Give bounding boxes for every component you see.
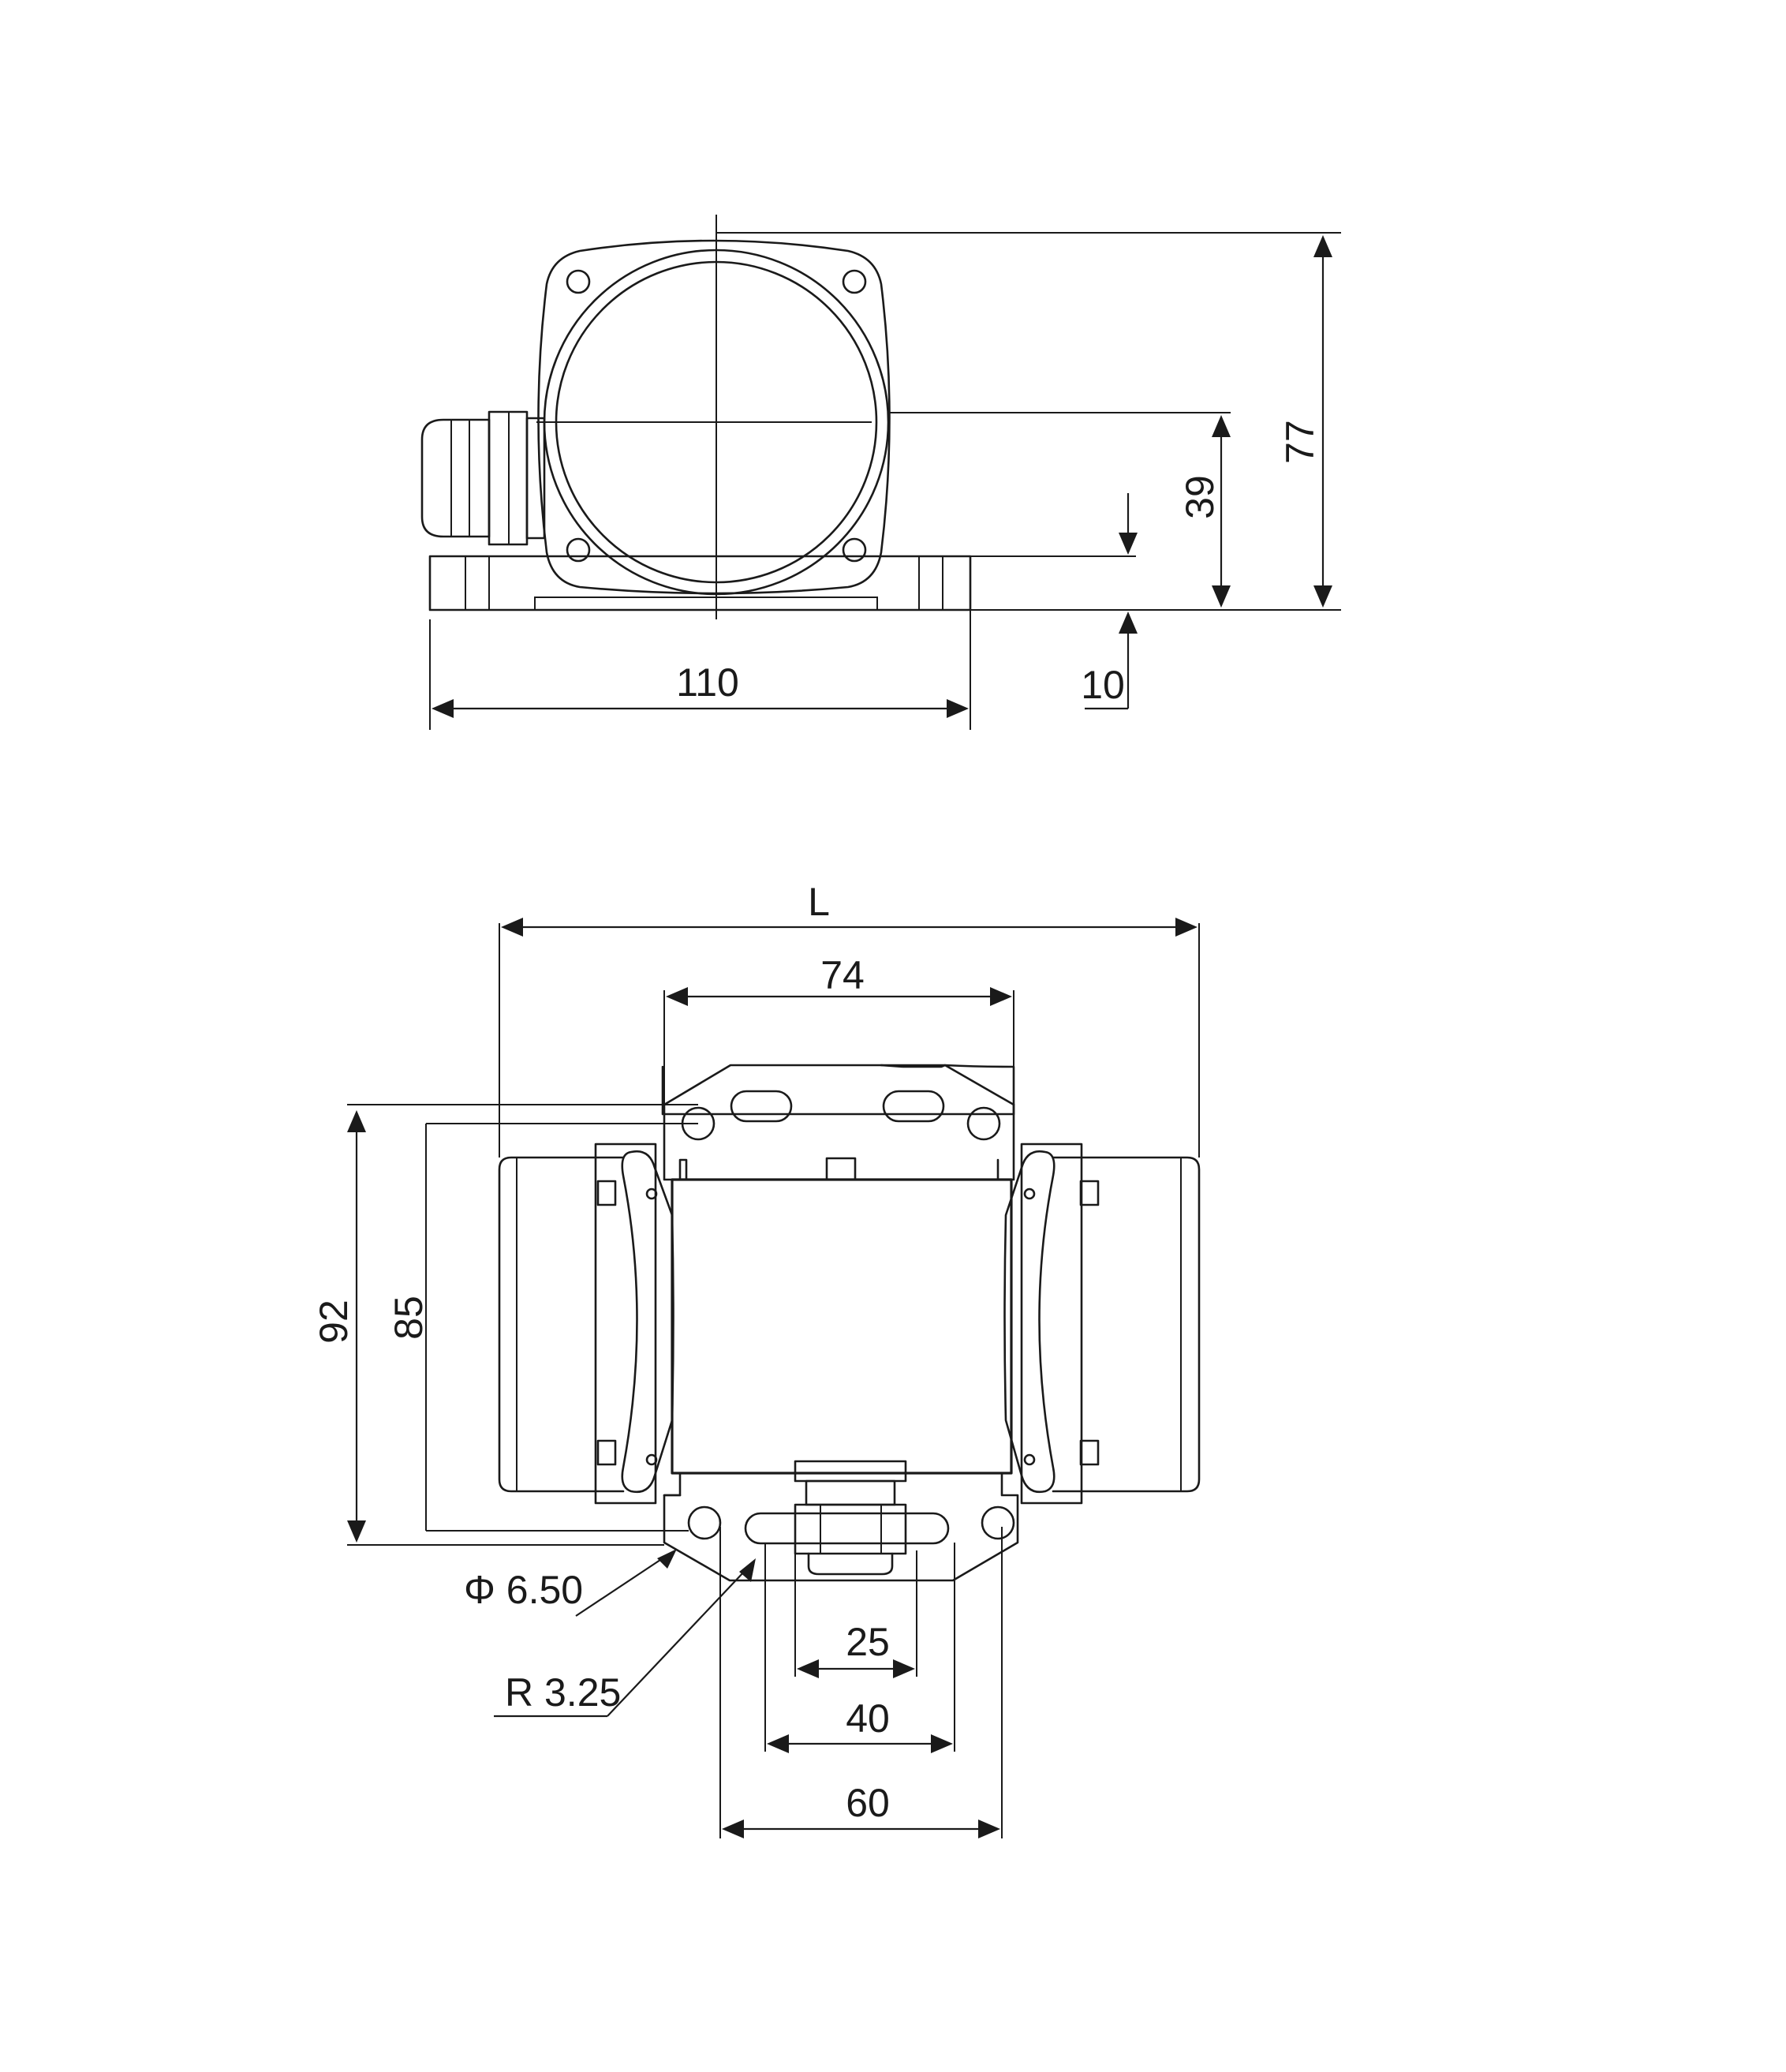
motor-body [671, 1178, 1013, 1475]
dim-center-height: 39 [1178, 475, 1222, 519]
dim-base-thickness: 10 [1081, 663, 1125, 707]
dim-hole-spacing: 60 [846, 1781, 890, 1825]
dim-slot-radius: R 3.25 [505, 1670, 621, 1715]
base-lug-left [465, 556, 490, 610]
dim-top-bolt-spacing: 74 [820, 953, 865, 997]
left-clamp [594, 1143, 674, 1505]
screw-bottom-right [842, 537, 867, 563]
right-end-cap [1052, 1156, 1201, 1493]
screw-top-left [566, 269, 591, 294]
dim-hole-diameter: Φ 6.50 [464, 1568, 583, 1612]
dim-width-outer: 92 [312, 1300, 356, 1344]
dim-slot-outer: 40 [846, 1696, 890, 1741]
screw-top-right [842, 269, 867, 294]
dim-width-inner: 85 [387, 1296, 431, 1340]
dim-slot-inner: 25 [846, 1620, 890, 1664]
motor-housing [537, 239, 891, 595]
front-view [420, 215, 972, 619]
right-clamp [1003, 1143, 1100, 1505]
base-plate [428, 555, 972, 612]
cable-gland-top-view [794, 1460, 907, 1576]
base-recess [534, 597, 878, 610]
dim-length: L [808, 880, 830, 924]
top-view-dimensions: L 74 92 85 Φ 6.50 R 3.25 [312, 880, 1200, 1838]
top-view [498, 1064, 1201, 1582]
cable-gland [420, 410, 546, 546]
screw-bottom-left [566, 537, 591, 563]
left-end-cap [498, 1156, 625, 1493]
front-view-dimensions: 77 39 10 110 [429, 232, 1341, 730]
base-lug-right [918, 556, 943, 610]
dim-base-width: 110 [676, 660, 739, 705]
dim-total-height: 77 [1278, 420, 1322, 464]
top-foot [661, 1064, 1015, 1116]
bottom-foot [663, 1472, 1019, 1582]
